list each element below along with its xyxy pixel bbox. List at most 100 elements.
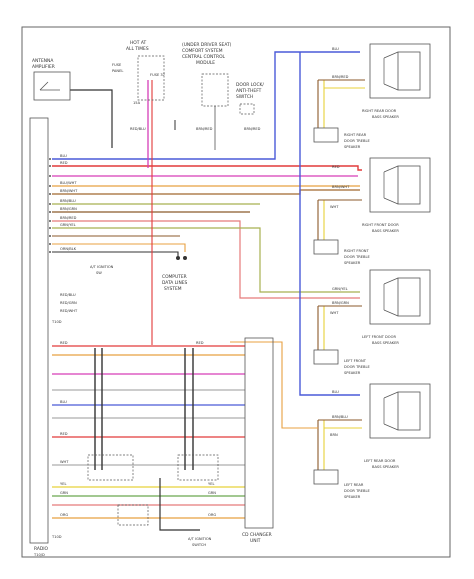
antenna-label-2: AMPLIFIER — [32, 64, 55, 70]
speaker-group-left-rear: LEFT REAR DOOR BASS SPEAKER LEFT REAR DO… — [313, 383, 431, 499]
rr-treble-label-2: DOOR TREBLE — [344, 139, 370, 143]
rf-bass-label-1: RIGHT FRONT DOOR — [362, 223, 399, 227]
wl-grn-yel: GRN/YEL — [60, 223, 76, 227]
speaker-group-right-front: RIGHT FRONT DOOR BASS SPEAKER RIGHT FRON… — [313, 157, 431, 265]
wl-rf-wht: WHT — [330, 205, 339, 209]
wl-cd-blu: BLU — [60, 400, 67, 404]
shield-box-3 — [117, 504, 149, 526]
cd-label-1: CD CHANGER — [242, 532, 272, 538]
wire-brn-wht — [52, 189, 360, 195]
wl-lr-brn: BRN/BLU — [332, 415, 348, 419]
wl-cd-yel-right: YEL — [208, 482, 214, 486]
rr-treble-speaker — [313, 127, 339, 143]
wl-orn-blk: ORN/BLK — [60, 247, 77, 251]
comfort-label-3: CENTRAL CONTROL — [182, 54, 226, 60]
speaker-group-left-front: LEFT FRONT DOOR BASS SPEAKER LEFT FRONT … — [313, 269, 431, 375]
shield-box-1 — [87, 454, 134, 481]
rf-treble-speaker — [313, 239, 339, 255]
fuse-wire: RED/BLU — [130, 127, 146, 131]
rr-bass-label-1: RIGHT REAR DOOR — [362, 109, 397, 113]
computer-label-1: COMPUTER — [162, 274, 187, 280]
rr-bass-label-2: BASS SPEAKER — [372, 115, 399, 119]
diagram-frame — [21, 26, 451, 558]
doorlock-label-2: ANTI-THEFT — [236, 88, 262, 94]
antenna-amplifier — [33, 71, 71, 101]
lf-treble-label-1: LEFT FRONT — [344, 359, 367, 363]
radio-pins — [49, 158, 51, 253]
wl-lf-grn: GRN/YEL — [332, 287, 348, 291]
comfort-label-1: (UNDER DRIVER SEAT) — [182, 42, 232, 48]
cd-label-2: UNIT — [250, 538, 261, 544]
lr-bass-cone — [397, 391, 421, 431]
fuse-amps: 15A — [133, 101, 141, 105]
rf-bass-cone — [397, 165, 421, 205]
wl-cd-grn: GRN — [60, 491, 68, 495]
wire-orange2 — [52, 243, 186, 252]
pin — [49, 203, 51, 205]
wl-blu: BLU — [60, 154, 67, 158]
lf-treble-label-2: DOOR TREBLE — [344, 365, 370, 369]
rf-treble-label-2: DOOR TREBLE — [344, 255, 370, 259]
wl-brn-grn: BRN/GRN — [60, 207, 77, 211]
lr-bass-speaker — [369, 383, 431, 439]
pin — [49, 220, 51, 222]
pin — [49, 211, 51, 213]
rr-bass-speaker — [369, 43, 431, 99]
computer-label-2: DATA LINES — [162, 280, 188, 286]
pin — [49, 193, 51, 195]
wl-cd-grn-right: GRN — [208, 491, 216, 495]
wl-cd-org: ORG — [60, 513, 68, 517]
lf-bass-symbol — [383, 277, 399, 317]
switch-bottom-label-2: SWITCH — [192, 543, 206, 547]
rr-treble-label-3: SPEAKER — [344, 145, 361, 149]
doorlock-label-1: DOOR LOCK/ — [236, 82, 264, 88]
radio-label-2: T10/D — [33, 553, 45, 557]
comfort-label-4: MODULE — [196, 60, 215, 66]
lf-treble-speaker — [313, 349, 339, 365]
wl-rf-red: RED — [332, 165, 340, 169]
wl-rr-blu: BLU — [332, 47, 339, 51]
rf-treble-label-1: RIGHT FRONT — [344, 249, 369, 253]
wire-ign-bottom — [159, 478, 200, 531]
wl-cd-red-right: RED — [196, 341, 204, 345]
wire-blu-lr — [299, 52, 360, 396]
wire-blu-rr — [52, 51, 360, 160]
antenna-label-1: ANTENNA — [32, 58, 53, 64]
rf-bass-speaker — [369, 157, 431, 213]
lf-treble-label-3: SPEAKER — [344, 371, 361, 375]
doorlock-label-3: SWITCH — [236, 94, 253, 100]
wire-red — [52, 165, 362, 171]
radio-conn-bottom: T10D — [51, 535, 62, 539]
doorlock-wire: BRN/RED — [244, 127, 261, 131]
wl-brn-blu: BRN/BLU — [60, 199, 76, 203]
pin — [49, 158, 51, 160]
rr-bass-cone — [397, 51, 421, 91]
wl-red-blu: RED/BLU — [60, 293, 76, 297]
shield-box-2 — [177, 454, 219, 481]
lr-bass-label-1: LEFT REAR DOOR — [364, 459, 396, 463]
rf-bass-symbol — [383, 165, 399, 205]
wl-lf-brn: BRN/GRN — [332, 301, 349, 305]
wl-brn-wht: BRN/WHT — [60, 189, 78, 193]
pin — [49, 175, 51, 177]
lr-treble-label-3: SPEAKER — [344, 495, 361, 499]
lr-treble-label-2: DOOR TREBLE — [344, 489, 370, 493]
switch-bottom-label-1: A/T IGNITION — [188, 537, 212, 541]
wire-orange-lr — [230, 341, 318, 429]
lf-bass-label-2: BASS SPEAKER — [372, 341, 399, 345]
rf-bass-label-2: BASS SPEAKER — [372, 229, 399, 233]
comfort-label-2: COMFORT SYSTEM — [182, 48, 223, 54]
fuse-id: FUSE 37 — [150, 73, 165, 77]
hot-label-2: ALL TIMES — [126, 46, 149, 52]
wl-blu-wht: BLU/WHT — [60, 181, 77, 185]
rr-treble-label-1: RIGHT REAR — [344, 133, 367, 137]
lr-bass-label-2: BASS SPEAKER — [372, 465, 399, 469]
wl-cd-red: RED — [60, 341, 68, 345]
switch-top-label-2: SW — [96, 271, 102, 275]
computer-label-3: SYSTEM — [164, 286, 182, 292]
wl-red: RED — [60, 161, 68, 165]
pin — [49, 243, 51, 245]
comfort-wire: BRN/RED — [196, 127, 213, 131]
